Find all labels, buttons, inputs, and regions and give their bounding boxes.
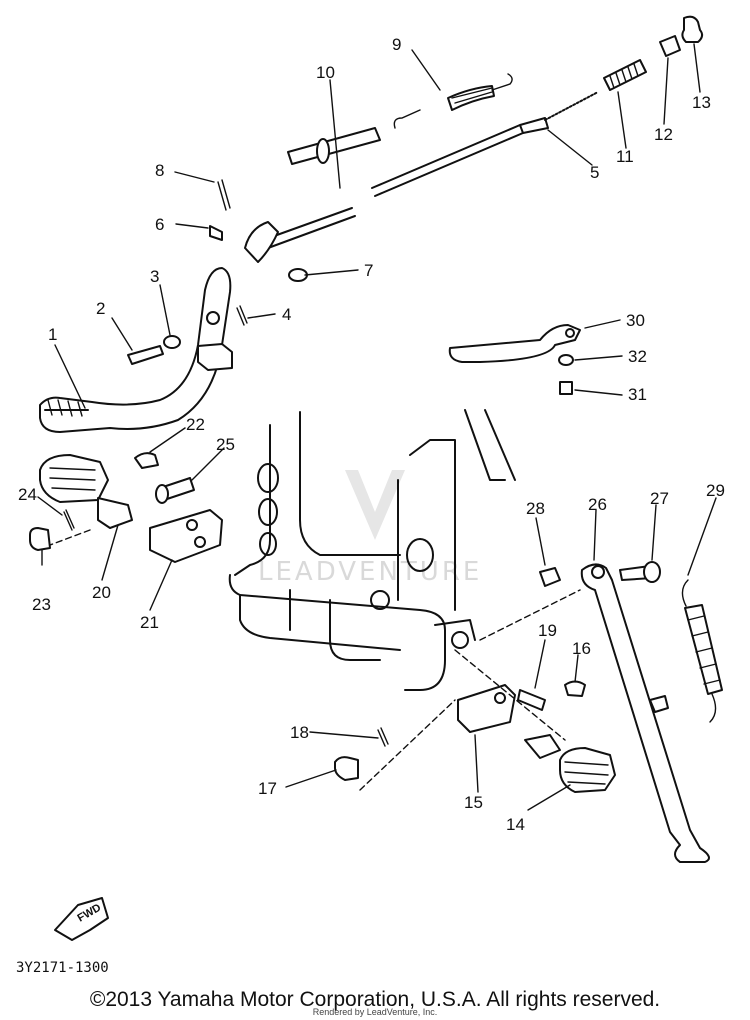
callout-11: 11 bbox=[616, 147, 634, 166]
callout-28: 28 bbox=[526, 499, 545, 518]
drawing-code: 3Y2171-1300 bbox=[16, 960, 109, 976]
callout-8: 8 bbox=[155, 161, 164, 180]
watermark-text: LEADVENTURE bbox=[258, 557, 482, 587]
callout-7: 7 bbox=[364, 261, 373, 280]
callout-27: 27 bbox=[650, 489, 669, 508]
rendered-by-notice: Rendered by LeadVenture, Inc. bbox=[312, 1007, 438, 1017]
callout-30: 30 bbox=[626, 311, 645, 330]
right-footrest bbox=[334, 680, 616, 793]
callout-14: 14 bbox=[506, 815, 525, 834]
sidestand bbox=[539, 561, 723, 863]
callout-22: 22 bbox=[186, 415, 205, 434]
callout-16: 16 bbox=[572, 639, 591, 658]
callout-12: 12 bbox=[654, 125, 673, 144]
leader-lines bbox=[37, 43, 717, 811]
callout-13: 13 bbox=[692, 93, 711, 112]
frame bbox=[228, 409, 516, 691]
callout-1: 1 bbox=[48, 325, 57, 344]
callout-29: 29 bbox=[706, 481, 725, 500]
callout-18: 18 bbox=[290, 723, 309, 742]
callout-23: 23 bbox=[32, 595, 51, 614]
copyright-notice: ©2013 Yamaha Motor Corporation, U.S.A. A… bbox=[89, 988, 661, 1011]
callout-31: 31 bbox=[628, 385, 647, 404]
callout-26: 26 bbox=[588, 495, 607, 514]
callout-6: 6 bbox=[155, 215, 164, 234]
callout-21: 21 bbox=[140, 613, 159, 632]
callout-3: 3 bbox=[150, 267, 159, 286]
callout-10: 10 bbox=[316, 63, 335, 82]
watermark: LEADVENTURE bbox=[258, 470, 482, 587]
callout-24: 24 bbox=[18, 485, 37, 504]
brake-pedal bbox=[39, 267, 248, 433]
callouts: 1 2 3 4 5 6 7 8 9 10 11 12 13 14 15 16 1… bbox=[18, 35, 725, 834]
callout-25: 25 bbox=[216, 435, 235, 454]
bracket-30 bbox=[448, 324, 581, 395]
brake-rod-assembly bbox=[209, 15, 704, 282]
fwd-arrow-icon: FWD bbox=[54, 897, 109, 941]
left-footrest bbox=[29, 452, 223, 563]
callout-17: 17 bbox=[258, 779, 277, 798]
callout-2: 2 bbox=[96, 299, 105, 318]
callout-5: 5 bbox=[590, 163, 599, 182]
callout-9: 9 bbox=[392, 35, 401, 54]
callout-32: 32 bbox=[628, 347, 647, 366]
callout-4: 4 bbox=[282, 305, 291, 324]
callout-20: 20 bbox=[92, 583, 111, 602]
callout-15: 15 bbox=[464, 793, 483, 812]
callout-19: 19 bbox=[538, 621, 557, 640]
